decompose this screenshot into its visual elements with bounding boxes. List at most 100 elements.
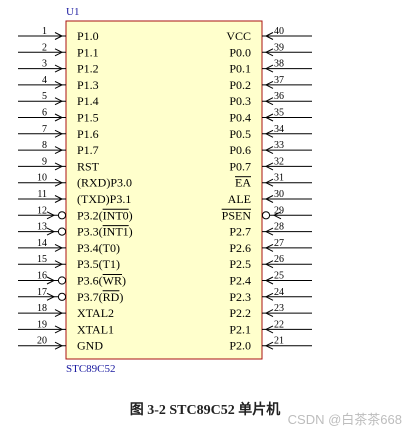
pin-right-39: 39 P0.0 — [229, 42, 312, 59]
pin-number: 3 — [42, 59, 47, 70]
pin-number: 24 — [274, 287, 284, 298]
pin-arrow-icon — [264, 97, 274, 106]
pin-label: P1.5 — [77, 111, 99, 125]
pin-arrow-icon — [54, 97, 64, 106]
pin-label: VCC — [226, 29, 251, 43]
pin-arrow-icon — [264, 32, 274, 40]
pin-arrow-icon — [54, 129, 64, 138]
pin-label: P0.3 — [229, 94, 251, 108]
pin-label: P1.1 — [77, 45, 99, 59]
pin-arrow-icon — [264, 260, 274, 269]
pin-number: 13 — [37, 222, 47, 233]
pin-arrow-icon — [54, 146, 64, 155]
pin-label: P3.4(T0) — [77, 241, 120, 255]
pin-label: P3.2(INT0) — [77, 208, 133, 222]
pin-arrow-icon — [54, 195, 64, 203]
pin-number: 38 — [274, 59, 284, 70]
pin-arrow-icon — [264, 325, 274, 334]
pin-number: 39 — [274, 42, 284, 53]
pin-arrow-icon — [46, 292, 56, 301]
pin-arrow-icon — [54, 80, 64, 89]
pin-number: 21 — [274, 336, 284, 347]
pin-left-5: 5 P1.4 — [18, 91, 99, 108]
pin-arrow-icon — [54, 341, 64, 350]
pin-left-10: 10(RXD)P3.0 — [18, 173, 132, 190]
pin-arrow-icon — [264, 309, 274, 318]
pin-number: 22 — [274, 319, 284, 330]
pin-arrow-icon — [54, 113, 64, 122]
pin-arrow-icon — [264, 113, 274, 122]
pin-number: 5 — [42, 91, 47, 102]
pin-label: P1.4 — [77, 94, 99, 108]
chip-body — [65, 20, 263, 360]
pin-number: 12 — [37, 205, 47, 216]
pin-number: 33 — [274, 140, 284, 151]
pin-label: P0.7 — [229, 159, 251, 173]
pin-label: P0.1 — [229, 62, 251, 76]
pin-number: 28 — [274, 222, 284, 233]
pin-arrow-icon — [54, 309, 64, 318]
pin-right-22: 22 P2.1 — [229, 319, 312, 336]
pin-arrow-icon — [54, 48, 64, 57]
pin-label: P0.2 — [229, 78, 251, 92]
pin-label: P2.1 — [229, 322, 251, 336]
pin-number: 23 — [274, 303, 284, 314]
pin-left-14: 14 P3.4(T0) — [18, 238, 120, 255]
pin-arrow-icon — [46, 276, 56, 285]
pin-number: 14 — [37, 238, 47, 249]
pin-arrow-icon — [264, 243, 274, 252]
pin-left-6: 6 P1.5 — [18, 108, 99, 125]
pin-number: 25 — [274, 271, 284, 282]
pin-label: P1.7 — [77, 143, 99, 157]
pin-label: XTAL1 — [77, 322, 114, 336]
pin-number: 11 — [37, 189, 47, 200]
pin-label: P0.4 — [229, 111, 251, 125]
pin-left-2: 2 P1.1 — [18, 42, 99, 59]
pin-number: 32 — [274, 156, 284, 167]
pin-number: 37 — [274, 75, 284, 86]
pin-label: P0.0 — [229, 45, 251, 59]
pin-arrow-icon — [54, 325, 64, 334]
pin-arrow-icon — [264, 162, 274, 171]
pin-label: PSEN — [222, 208, 252, 222]
pin-arrow-icon — [264, 64, 274, 73]
inversion-bubble-icon — [261, 211, 271, 220]
ref-designator: U1 — [66, 6, 79, 18]
pin-arrow-icon — [264, 292, 274, 301]
pin-number: 6 — [42, 108, 47, 119]
pin-number: 16 — [37, 271, 47, 282]
pin-number: 2 — [42, 42, 47, 53]
pin-number: 20 — [37, 336, 47, 347]
pin-label: EA — [235, 176, 251, 190]
pin-arrow-icon — [54, 162, 64, 171]
pin-number: 8 — [42, 140, 47, 151]
pin-arrow-icon — [264, 195, 274, 203]
pin-number: 36 — [274, 91, 284, 102]
pin-number: 18 — [37, 303, 47, 314]
pin-number: 1 — [42, 26, 47, 37]
pin-number: 17 — [37, 287, 47, 298]
pin-arrow-icon — [54, 243, 64, 252]
pin-number: 27 — [274, 238, 284, 249]
